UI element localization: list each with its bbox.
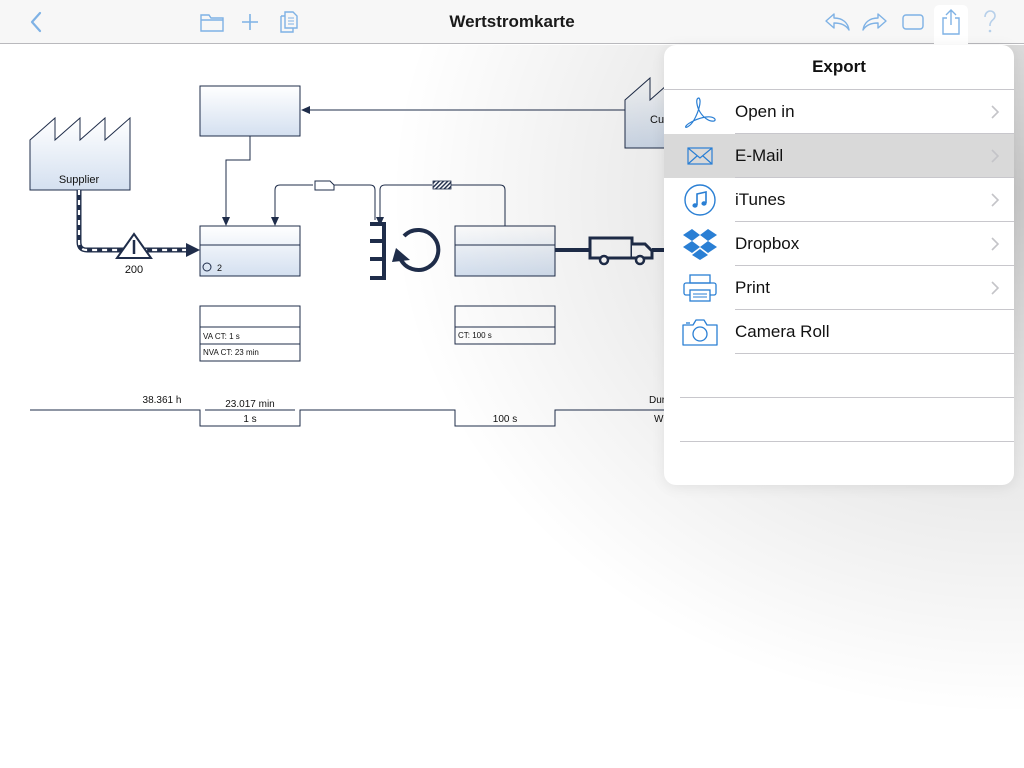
printer-icon — [664, 266, 736, 310]
timeline-lead-time: 38.361 h — [143, 395, 182, 406]
process-2-data-box[interactable]: CT: 100 s — [454, 305, 556, 345]
arrow-head — [222, 217, 230, 226]
question-mark-icon — [984, 10, 996, 33]
process-box-2[interactable] — [454, 225, 556, 277]
truck-icon[interactable] — [588, 236, 654, 266]
camera-icon — [664, 310, 736, 354]
pull-circle-icon[interactable] — [392, 228, 441, 272]
itunes-icon — [664, 178, 736, 222]
export-itunes[interactable]: iTunes — [664, 178, 1014, 222]
chevron-right-icon — [991, 237, 1000, 251]
production-control-box[interactable] — [199, 85, 301, 137]
mail-icon — [664, 134, 736, 178]
dropbox-icon — [664, 222, 736, 266]
timeline-total-label-2: W — [654, 414, 664, 425]
empty-row — [664, 442, 1014, 485]
present-icon — [902, 14, 924, 30]
back-button[interactable] — [20, 6, 52, 38]
value-stream-canvas[interactable]: Supplier Cu 200 — [0, 45, 1024, 768]
timeline[interactable]: 38.361 h 23.017 min 1 s 100 s Dur W — [30, 395, 666, 427]
export-email-label: E-Mail — [735, 146, 784, 165]
chevron-left-icon — [30, 11, 42, 33]
chevron-right-icon — [991, 193, 1000, 207]
export-dropbox-label: Dropbox — [735, 234, 800, 253]
info-flow-line — [379, 184, 432, 220]
export-popover-title: Export — [812, 57, 866, 76]
inventory-triangle[interactable]: 200 — [115, 232, 153, 276]
redo-button[interactable] — [859, 6, 891, 38]
arrow-head — [301, 106, 310, 114]
operator-icon — [202, 262, 212, 272]
export-camera-roll-label: Camera Roll — [735, 322, 830, 341]
share-icon — [942, 9, 960, 35]
export-dropbox[interactable]: Dropbox — [664, 222, 1014, 266]
help-button[interactable] — [974, 6, 1006, 38]
chevron-right-icon — [991, 281, 1000, 295]
redo-icon — [862, 13, 887, 31]
kanban-card-icon — [314, 180, 335, 191]
process-1-nva-ct: NVA CT: 23 min — [203, 348, 259, 357]
divider — [664, 89, 1014, 90]
export-print-label: Print — [735, 278, 770, 297]
customer-label: Cu — [650, 114, 664, 126]
export-print[interactable]: Print — [664, 266, 1014, 310]
export-camera-roll[interactable]: Camera Roll — [664, 310, 1014, 354]
supermarket-icon[interactable] — [370, 222, 386, 280]
undo-button[interactable] — [821, 6, 853, 38]
withdrawal-kanban-icon — [432, 180, 452, 190]
supplier-label: Supplier — [59, 174, 100, 186]
info-flow-line — [334, 184, 376, 220]
info-flow-line — [274, 184, 313, 220]
export-itunes-label: iTunes — [735, 190, 786, 209]
chevron-right-icon — [991, 105, 1000, 119]
timeline-total-label: Dur — [649, 395, 666, 406]
empty-row — [664, 354, 1014, 398]
undo-icon — [825, 13, 850, 31]
chevron-right-icon — [991, 149, 1000, 163]
inventory-count: 200 — [125, 264, 143, 276]
supplier-shipment-line — [76, 190, 200, 257]
add-button[interactable] — [234, 6, 266, 38]
acrobat-icon — [664, 90, 736, 134]
timeline-process-time-1: 1 s — [243, 414, 256, 425]
timeline-process-time-2: 100 s — [493, 414, 517, 425]
empty-row — [664, 398, 1014, 442]
export-email[interactable]: E-Mail — [664, 134, 1014, 178]
process-1-data-box[interactable]: VA CT: 1 s NVA CT: 23 min — [199, 305, 301, 362]
process-2-ct: CT: 100 s — [458, 331, 492, 340]
operator-count: 2 — [217, 263, 222, 273]
plus-icon — [242, 14, 258, 30]
present-button[interactable] — [897, 6, 929, 38]
export-popover: Export Open in E-Mail — [664, 45, 1014, 485]
export-open-in-label: Open in — [735, 102, 795, 121]
timeline-wait-time: 23.017 min — [225, 399, 274, 410]
open-folder-button[interactable] — [196, 6, 228, 38]
export-open-in[interactable]: Open in — [664, 90, 1014, 134]
duplicate-button[interactable] — [273, 6, 305, 38]
duplicate-document-icon — [280, 11, 298, 33]
process-box-1[interactable]: 2 — [199, 225, 301, 277]
folder-icon — [200, 14, 224, 32]
info-flow-line — [451, 184, 506, 226]
supplier-factory[interactable]: Supplier — [29, 116, 131, 191]
arrow-head — [376, 217, 384, 226]
share-button[interactable] — [935, 6, 967, 38]
process-1-va-ct: VA CT: 1 s — [203, 332, 240, 341]
top-toolbar: Wertstromkarte — [0, 0, 1024, 45]
value-stream-diagram: Supplier Cu 200 — [29, 76, 701, 427]
info-flow-line — [225, 136, 251, 220]
arrow-head — [271, 217, 279, 226]
